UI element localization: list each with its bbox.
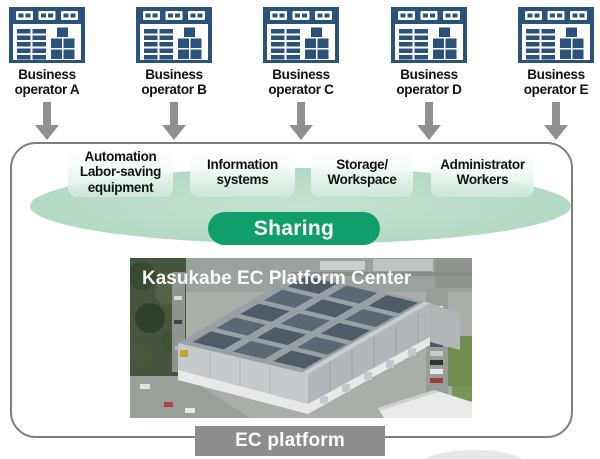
resource-line: Storage/ bbox=[336, 156, 388, 172]
sharing-badge-label: Sharing bbox=[253, 216, 335, 240]
arrow-down-icon bbox=[162, 102, 186, 140]
resource-line: equipment bbox=[87, 179, 154, 195]
operator-label-line2: operator A bbox=[14, 82, 80, 98]
resource-line: Labor-saving bbox=[79, 164, 162, 180]
warehouse-icon bbox=[518, 7, 594, 63]
business-operator-a: Business operator A bbox=[0, 7, 102, 98]
business-operator-e: Business operator E bbox=[501, 7, 600, 98]
resource-line: Workers bbox=[456, 172, 509, 187]
arrow-down-icon bbox=[35, 102, 59, 140]
arrow-down-icon bbox=[544, 102, 568, 140]
warehouse-icon bbox=[391, 7, 467, 63]
resource-line: Automation bbox=[84, 148, 157, 164]
arrow-down-icon bbox=[417, 102, 441, 140]
operator-label: Business operator D bbox=[374, 67, 484, 98]
resource-line: Administrator bbox=[440, 156, 525, 172]
operator-label: Business operator C bbox=[246, 67, 356, 98]
warehouse-icon bbox=[136, 7, 212, 63]
ec-platform-banner: EC platform bbox=[195, 426, 385, 456]
arrow-down-icon bbox=[289, 102, 313, 140]
resource-box-automation: Automation Labor-saving equipment bbox=[68, 147, 173, 197]
operator-label-line1: Business bbox=[18, 67, 76, 82]
operator-label: Business operator E bbox=[501, 67, 600, 98]
operator-label-line1: Business bbox=[527, 67, 585, 82]
operator-label-line2: operator B bbox=[141, 82, 207, 98]
resource-box-storage-workspace: Storage/ Workspace bbox=[311, 147, 413, 197]
resource-line: Workspace bbox=[327, 172, 397, 187]
photo-caption: Kasukabe EC Platform Center bbox=[142, 268, 412, 289]
aerial-photo: Kasukabe EC Platform Center bbox=[130, 258, 472, 418]
business-operator-b: Business operator B bbox=[119, 7, 229, 98]
decorative-ellipse bbox=[418, 450, 530, 459]
operator-label-line2: operator D bbox=[396, 82, 462, 98]
warehouse-icon bbox=[9, 7, 85, 63]
warehouse-icon bbox=[263, 7, 339, 63]
resource-line: systems bbox=[216, 172, 269, 187]
ec-platform-banner-label: EC platform bbox=[235, 430, 345, 451]
resource-box-administrator-workers: Administrator Workers bbox=[431, 147, 534, 197]
business-operator-c: Business operator C bbox=[246, 7, 356, 98]
operator-label-line1: Business bbox=[145, 67, 203, 82]
resource-line: Information bbox=[207, 156, 278, 172]
operator-label-line2: operator E bbox=[523, 82, 589, 98]
operator-label-line1: Business bbox=[272, 67, 330, 82]
resource-box-information-systems: Information systems bbox=[190, 147, 295, 197]
operator-label: Business operator B bbox=[119, 67, 229, 98]
sharing-badge: Sharing bbox=[208, 212, 380, 245]
operator-label-line2: operator C bbox=[268, 82, 334, 98]
operator-label-line1: Business bbox=[400, 67, 458, 82]
operator-label: Business operator A bbox=[0, 67, 102, 98]
business-operator-d: Business operator D bbox=[374, 7, 484, 98]
